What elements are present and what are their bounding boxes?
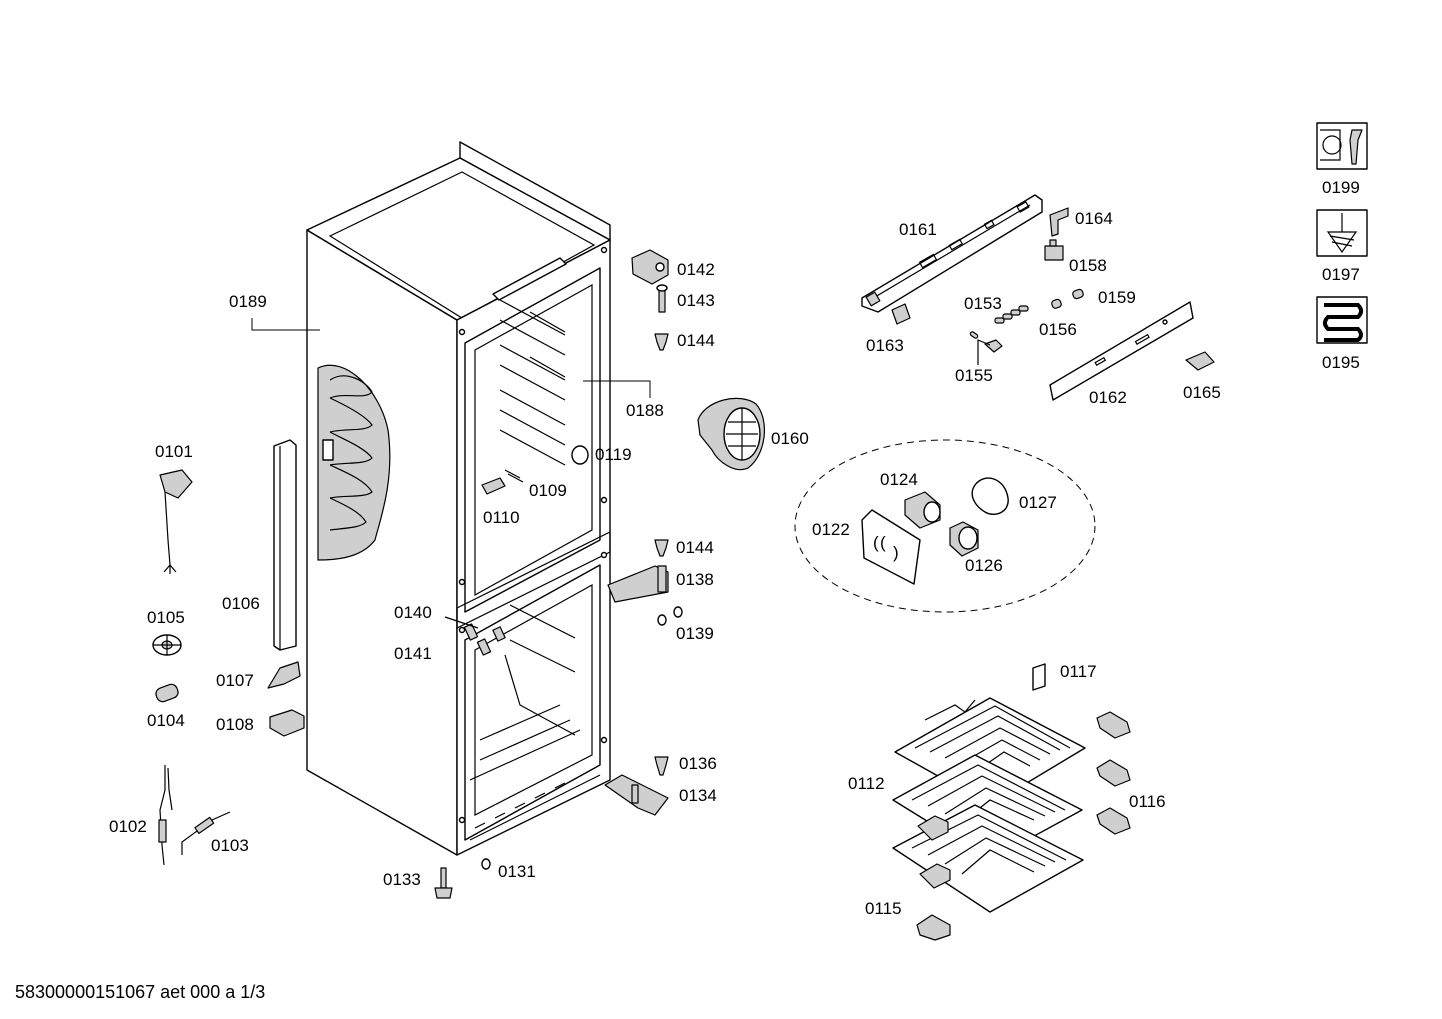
label-0101: 0101 (155, 442, 193, 461)
label-0142: 0142 (677, 260, 715, 279)
part-labels: 0189 0188 0119 0109 0110 0140 0141 0142 … (109, 178, 1360, 918)
label-0115: 0115 (865, 899, 902, 918)
label-0199: 0199 (1322, 178, 1360, 197)
label-0131: 0131 (498, 862, 536, 881)
label-0134: 0134 (679, 786, 717, 805)
label-0119: 0119 (595, 445, 632, 464)
svg-text:(: ( (880, 533, 886, 552)
label-0104: 0104 (147, 711, 185, 730)
label-0156: 0156 (1039, 320, 1077, 339)
label-0140: 0140 (394, 603, 432, 622)
label-0105: 0105 (147, 608, 185, 627)
label-0102: 0102 (109, 817, 147, 836)
label-0124: 0124 (880, 470, 918, 489)
svg-text:(: ( (873, 533, 879, 552)
label-0144-upper: 0144 (677, 331, 715, 350)
label-0136: 0136 (679, 754, 717, 773)
door-switch (463, 623, 506, 656)
label-0112: 0112 (848, 774, 885, 793)
label-0161: 0161 (899, 220, 937, 239)
label-0117: 0117 (1060, 662, 1097, 681)
label-0165: 0165 (1183, 383, 1221, 402)
label-0164: 0164 (1075, 209, 1113, 228)
label-0139: 0139 (676, 624, 714, 643)
label-0144-lower: 0144 (676, 538, 714, 557)
label-0138: 0138 (676, 570, 714, 589)
fan-cover (697, 397, 765, 471)
control-panel (861, 194, 1043, 313)
drawing-code: 58300000151067 aet 000 a 1/3 (15, 982, 265, 1002)
svg-text:): ) (893, 543, 899, 562)
bulb (949, 521, 979, 557)
label-0155: 0155 (955, 366, 993, 385)
label-0141: 0141 (394, 644, 432, 663)
evaporator (892, 663, 1086, 913)
fridge-cabinet (306, 141, 611, 856)
label-0158: 0158 (1069, 256, 1107, 275)
label-0162: 0162 (1089, 388, 1127, 407)
capacitor (155, 683, 179, 703)
label-0159: 0159 (1098, 288, 1136, 307)
label-0153: 0153 (964, 294, 1002, 313)
label-0160: 0160 (771, 429, 809, 448)
label-0133: 0133 (383, 870, 421, 889)
label-0116: 0116 (1129, 792, 1166, 811)
label-0188: 0188 (626, 401, 664, 420)
label-0195: 0195 (1322, 353, 1360, 372)
label-0108: 0108 (216, 715, 254, 734)
label-0103: 0103 (211, 836, 249, 855)
label-0163: 0163 (866, 336, 904, 355)
heating-coil-icon (1316, 296, 1368, 344)
label-0109: 0109 (529, 481, 567, 500)
label-0143: 0143 (677, 291, 715, 310)
label-0189: 0189 (229, 292, 267, 311)
lamp-holder (904, 491, 941, 529)
label-0107: 0107 (216, 671, 254, 690)
wrench-nut-icon (1316, 122, 1368, 170)
label-0110: 0110 (483, 508, 520, 527)
screwdriver-icon (1316, 209, 1368, 257)
label-0197: 0197 (1322, 265, 1360, 284)
label-0122: 0122 (812, 520, 850, 539)
fan-wheel (152, 634, 182, 656)
power-cord (159, 469, 193, 574)
label-0126: 0126 (965, 556, 1003, 575)
label-0106: 0106 (222, 594, 260, 613)
switch (1044, 239, 1064, 261)
label-0127: 0127 (1019, 493, 1057, 512)
